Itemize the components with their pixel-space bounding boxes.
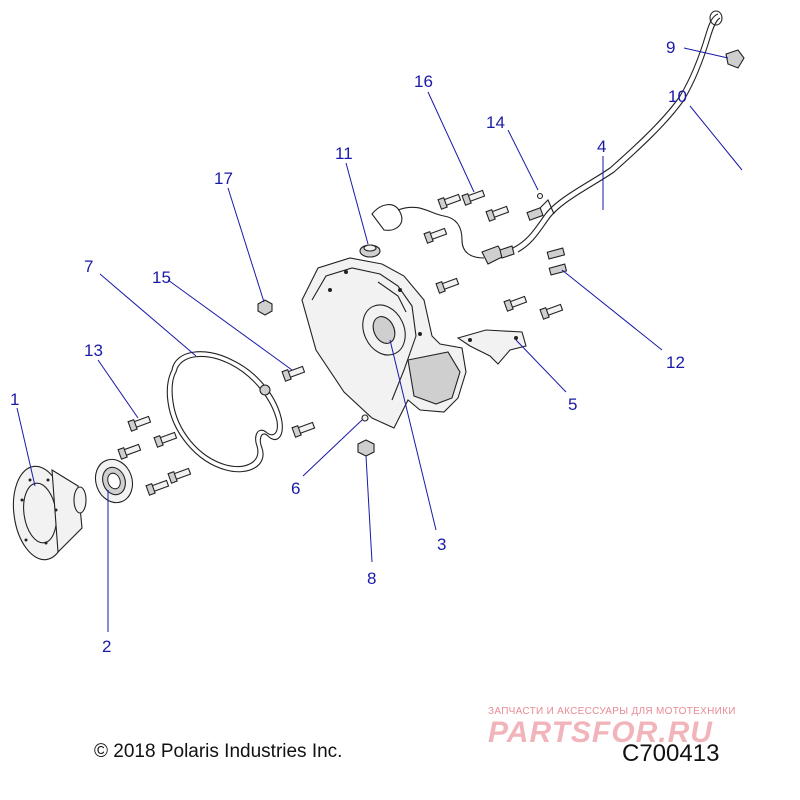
leader-7 [99, 273, 197, 357]
callout-14: 14 [486, 113, 505, 132]
part-12-fittings [546, 247, 568, 276]
part-1-hub-flange [12, 465, 87, 561]
diagram-code: C700413 [622, 740, 720, 767]
part-5-bracket [456, 329, 527, 365]
part-14-connector [526, 192, 544, 221]
leader-17 [227, 187, 265, 303]
callout-8: 8 [367, 569, 376, 588]
callout-15: 15 [152, 268, 171, 287]
leader-lines [16, 47, 743, 632]
part-9-clamp [725, 49, 745, 69]
callout-12: 12 [666, 353, 685, 372]
callout-6: 6 [291, 479, 300, 498]
callout-7: 7 [84, 257, 93, 276]
leader-15 [167, 279, 293, 371]
part-4-sensor-harness [371, 204, 515, 265]
callout-5: 5 [568, 395, 577, 414]
leader-3 [389, 339, 437, 531]
part-11-plug [359, 244, 381, 258]
leader-16 [427, 91, 475, 193]
callout-10: 10 [668, 87, 687, 106]
part-7-gasket [166, 351, 283, 473]
leader-5 [515, 339, 567, 393]
bolts-15 [259, 365, 306, 396]
bolts-13 [117, 415, 316, 496]
part-6-dowel-pin [361, 414, 369, 422]
callout-labels: 1 2 3 4 5 6 7 8 9 10 11 12 13 14 15 16 1… [10, 38, 687, 656]
leader-12 [561, 269, 663, 351]
watermark-tagline: ЗАПЧАСТИ И АКСЕССУАРЫ ДЛЯ МОТОТЕХНИКИ [488, 706, 736, 717]
callout-11: 11 [335, 144, 353, 163]
leader-9 [683, 47, 729, 59]
leader-10 [689, 105, 743, 171]
callout-2: 2 [102, 637, 111, 656]
part-10-breather-hose [512, 10, 723, 253]
leader-8 [365, 455, 373, 563]
callout-4: 4 [597, 137, 606, 156]
part-3-cover-housing [301, 257, 467, 429]
part-17-nut [257, 299, 273, 316]
leader-14 [507, 129, 539, 191]
callout-13: 13 [84, 341, 103, 360]
part-2-bearing [94, 458, 134, 504]
callout-3: 3 [437, 535, 446, 554]
leader-13 [97, 359, 139, 419]
leader-11 [345, 162, 369, 245]
callout-1: 1 [10, 390, 19, 409]
bolts-16 [423, 189, 564, 320]
leader-6 [302, 419, 363, 477]
copyright-text: © 2018 Polaris Industries Inc. [94, 741, 343, 762]
callout-9: 9 [666, 38, 675, 57]
watermark-logo: PARTSFOR.RU [488, 716, 713, 749]
leader-1 [16, 407, 36, 487]
callout-16: 16 [414, 72, 433, 91]
callout-17: 17 [214, 169, 233, 188]
part-8-nut [357, 439, 375, 457]
